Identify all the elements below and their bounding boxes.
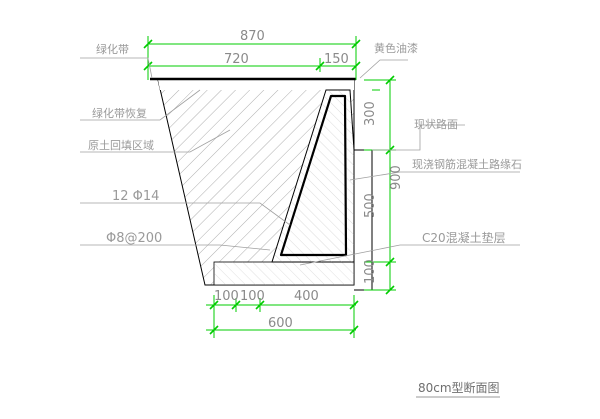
dim-150: 150 xyxy=(324,52,349,67)
dim-720: 720 xyxy=(224,52,249,67)
dim-400: 400 xyxy=(294,289,319,304)
label-greenbelt: 绿化带 xyxy=(96,42,129,56)
label-yellow-paint: 黄色油漆 xyxy=(374,41,418,55)
label-soil-backfill: 原土回填区域 xyxy=(88,138,154,152)
label-rebar-main: 12 Φ14 xyxy=(112,189,159,204)
dim-100-b: 100 xyxy=(240,289,265,304)
drawing-title: 80cm型断面图 xyxy=(418,380,500,395)
existing-road-surface xyxy=(354,149,373,291)
leader-lines xyxy=(80,57,520,266)
greenbelt-layer xyxy=(158,80,354,90)
dim-600: 600 xyxy=(268,316,293,331)
label-stirrup: Φ8@200 xyxy=(106,231,162,246)
dim-300: 300 xyxy=(363,101,378,126)
label-existing-road: 现状路面 xyxy=(414,117,458,131)
dim-500: 500 xyxy=(363,193,378,218)
dim-900: 900 xyxy=(389,165,404,190)
dimension-lines xyxy=(147,36,396,338)
label-cushion: C20混凝土垫层 xyxy=(422,230,506,245)
dimension-ticks xyxy=(143,39,395,335)
dim-100-a: 100 xyxy=(214,289,239,304)
rebar-cage xyxy=(279,94,348,257)
label-greenbelt-restore: 绿化带恢复 xyxy=(92,106,147,120)
dim-870: 870 xyxy=(240,29,265,44)
dim-100: 100 xyxy=(363,259,378,284)
label-curb: 现浇钢筋混凝土路缘石 xyxy=(412,157,522,171)
